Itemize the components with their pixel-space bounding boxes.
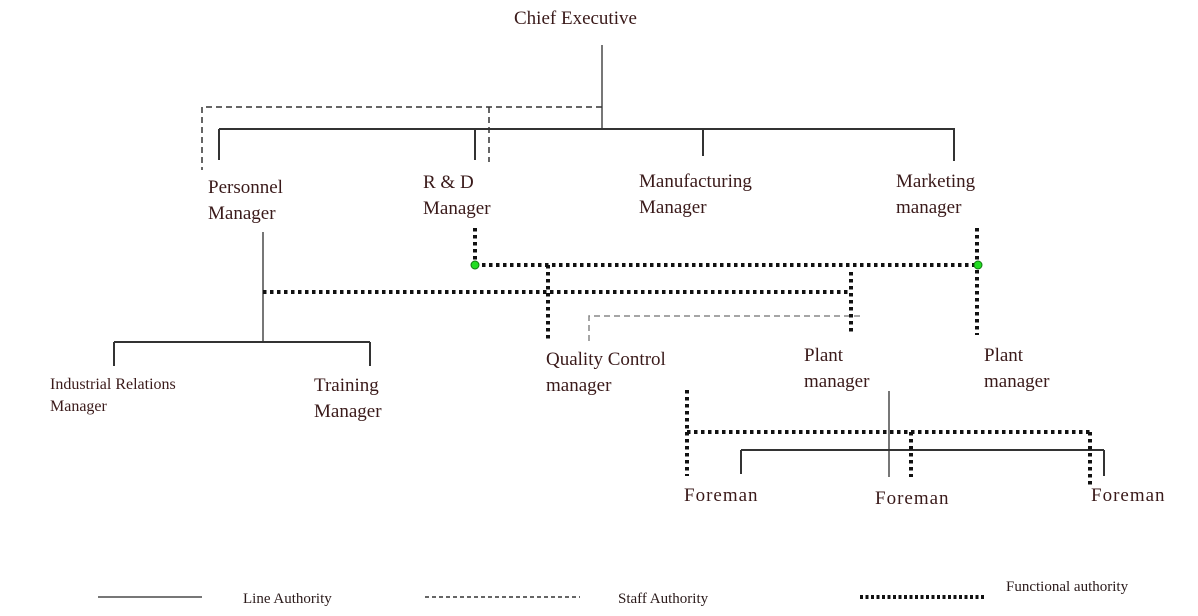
node-personnel-manager-line2: Manager	[208, 203, 276, 224]
functional-authority-connectors	[263, 228, 1092, 486]
node-rd-manager-line2: Manager	[423, 198, 491, 219]
node-rd-manager-line1: R & D	[423, 172, 474, 193]
legend-functional-authority: Functional authority	[1006, 579, 1129, 595]
node-quality-control-manager-line1: Quality Control	[546, 349, 666, 370]
node-training-manager-line2: Manager	[314, 401, 382, 422]
node-plant-manager-2: Plant manager	[984, 343, 1049, 395]
node-marketing-manager-line1: Marketing	[896, 171, 976, 192]
node-plant-manager-1: Plant manager	[804, 343, 869, 395]
node-industrial-relations-manager: Industrial Relations Manager	[50, 374, 176, 418]
node-manufacturing-manager: Manufacturing Manager	[639, 169, 752, 221]
node-industrial-relations-manager-line1: Industrial Relations	[50, 376, 176, 393]
line-authority-connectors	[113, 45, 1105, 477]
node-personnel-manager-line1: Personnel	[208, 177, 283, 198]
node-plant-manager-1-line1: Plant	[804, 345, 844, 366]
node-marketing-manager-line2: manager	[896, 197, 962, 218]
node-foreman-3: Foreman	[1091, 485, 1166, 506]
legend-line-authority: Line Authority	[243, 591, 332, 607]
legend-staff-authority: Staff Authority	[618, 591, 709, 607]
node-industrial-relations-manager-line2: Manager	[50, 398, 107, 415]
node-manufacturing-manager-line1: Manufacturing	[639, 171, 752, 192]
node-rd-manager: R & D Manager	[423, 170, 491, 222]
node-marketing-manager: Marketing manager	[896, 169, 975, 221]
node-plant-manager-1-line2: manager	[804, 371, 870, 392]
node-quality-control-manager: Quality Control manager	[546, 347, 666, 399]
junction-dot-rd	[470, 260, 480, 270]
node-chief-executive: Chief Executive	[514, 8, 637, 29]
node-foreman-1: Foreman	[684, 485, 759, 506]
node-plant-manager-2-line1: Plant	[984, 345, 1024, 366]
node-manufacturing-manager-line2: Manager	[639, 197, 707, 218]
node-training-manager-line1: Training	[314, 375, 379, 396]
node-personnel-manager: Personnel Manager	[208, 175, 283, 227]
node-training-manager: Training Manager	[314, 373, 382, 425]
staff-authority-connectors	[201, 106, 860, 341]
node-quality-control-manager-line2: manager	[546, 375, 612, 396]
node-foreman-2: Foreman	[875, 488, 950, 509]
node-plant-manager-2-line2: manager	[984, 371, 1050, 392]
junction-dot-marketing	[973, 260, 983, 270]
